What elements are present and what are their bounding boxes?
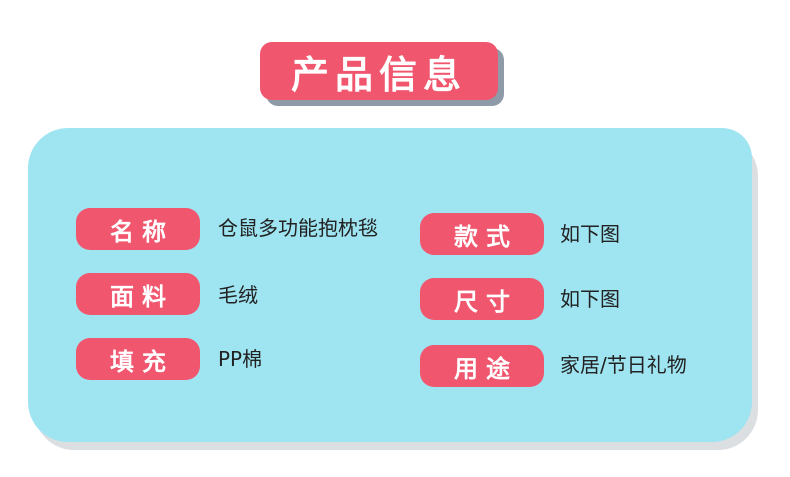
value-name: 仓鼠多功能抱枕毯 xyxy=(218,216,378,240)
value-style: 如下图 xyxy=(560,222,620,246)
label-size: 尺寸 xyxy=(420,278,544,320)
value-filling: PP棉 xyxy=(218,347,263,371)
value-usage: 家居/节日礼物 xyxy=(560,353,687,377)
label-fabric: 面料 xyxy=(76,273,200,315)
label-style: 款式 xyxy=(420,213,544,255)
label-filling: 填充 xyxy=(76,338,200,380)
value-size: 如下图 xyxy=(560,287,620,311)
page-title: 产品信息 xyxy=(260,42,498,100)
value-fabric: 毛绒 xyxy=(218,283,258,307)
label-name: 名称 xyxy=(76,208,200,250)
label-usage: 用途 xyxy=(420,345,544,387)
